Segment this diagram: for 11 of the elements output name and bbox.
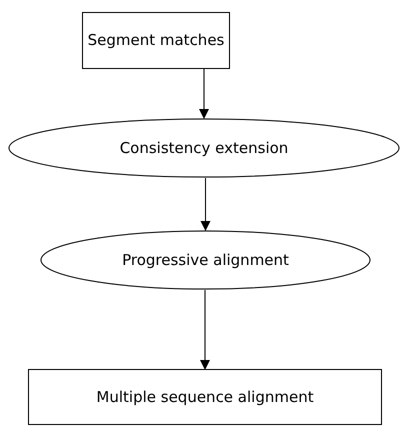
process-box <box>82 12 230 69</box>
process-ellipse <box>40 230 371 290</box>
node-label: Segment matches <box>88 30 224 52</box>
node-label: Multiple sequence alignment <box>96 386 314 408</box>
process-ellipse <box>8 118 400 178</box>
node-label: Consistency extension <box>120 138 288 159</box>
arrow <box>200 290 210 370</box>
node-label: Progressive alignment <box>122 250 289 271</box>
arrow <box>200 178 210 231</box>
arrow <box>199 68 209 119</box>
process-box <box>28 369 382 425</box>
